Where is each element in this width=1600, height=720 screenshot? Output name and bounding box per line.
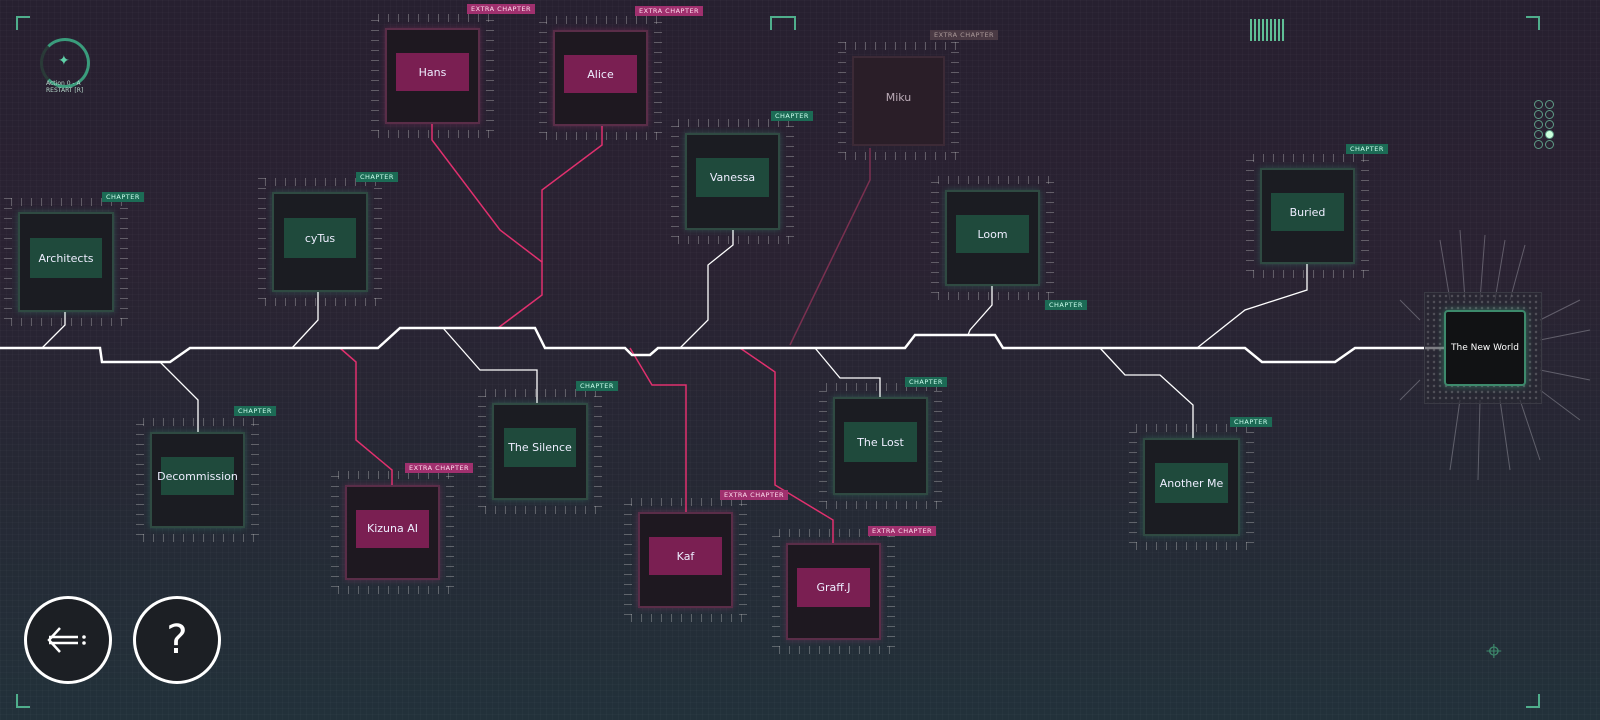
final-chip-traces: [1399, 229, 1591, 481]
chip-body: [852, 56, 945, 146]
chip-decommission[interactable]: Decommission CHAPTER: [136, 406, 276, 542]
chip-hans[interactable]: Hans EXTRA CHAPTER: [371, 4, 536, 138]
wire-buried: [1196, 264, 1308, 349]
chip-miku[interactable]: Miku EXTRA CHAPTER: [838, 30, 999, 160]
chip-label-panel: Kizuna AI: [356, 509, 429, 548]
chip-kizuna[interactable]: Kizuna AI EXTRA CHAPTER: [331, 463, 474, 594]
chip-label-panel: Graff.J: [797, 568, 870, 608]
chip-the-new-world[interactable]: The New World: [1444, 310, 1526, 386]
chip-label-panel: Kaf: [649, 536, 722, 576]
chip-label-panel: cyTus: [283, 218, 357, 258]
corner-bracket: [1526, 694, 1540, 708]
chip-vanessa[interactable]: Vanessa CHAPTER: [671, 111, 813, 244]
help-label: ?: [166, 617, 188, 663]
chapter-badge: CHAPTER: [102, 192, 144, 202]
chip-buried[interactable]: Buried CHAPTER: [1246, 144, 1388, 278]
chip-label: Architects: [38, 251, 94, 265]
chapter-badge: EXTRA CHAPTER: [720, 490, 789, 500]
chapter-badge: EXTRA CHAPTER: [635, 6, 704, 16]
indicator-dots: [1534, 100, 1555, 149]
chip-label: Graff.J: [816, 581, 851, 595]
wire-loom: [967, 286, 993, 336]
wire-miku: [789, 148, 871, 346]
wire-anotherme: [1099, 347, 1194, 438]
chapter-badge: EXTRA CHAPTER: [405, 463, 474, 473]
chip-label: Alice: [587, 67, 614, 81]
help-button[interactable]: ?: [133, 596, 221, 684]
chip-label: cyTus: [304, 231, 336, 245]
chip-silence[interactable]: The Silence CHAPTER: [478, 381, 618, 514]
wire-vanessa: [679, 230, 734, 349]
chip-label-panel: The Silence: [503, 428, 577, 468]
wire-decommission: [159, 361, 199, 432]
wire-architects: [41, 312, 66, 349]
crosshair-icon: ⌖: [1486, 634, 1502, 667]
chapter-badge: EXTRA CHAPTER: [930, 30, 999, 40]
chapter-badge: CHAPTER: [1346, 144, 1388, 154]
chip-label: Miku: [885, 90, 912, 104]
chip-label: Vanessa: [709, 171, 756, 185]
restart-title: Action 0 - A: [46, 80, 81, 87]
chapter-badge: EXTRA CHAPTER: [467, 4, 536, 14]
back-arrow-icon: [47, 627, 86, 653]
chapter-badge: CHAPTER: [356, 172, 398, 182]
chapter-badge: CHAPTER: [905, 377, 947, 387]
chip-kaf[interactable]: Kaf EXTRA CHAPTER: [624, 490, 789, 622]
chip-label: Decommission: [157, 469, 238, 483]
wire-silence: [442, 327, 538, 403]
corner-bracket: [782, 16, 796, 30]
chip-loom[interactable]: Loom CHAPTER: [931, 176, 1087, 310]
chip-graffj[interactable]: Graff.J EXTRA CHAPTER: [772, 526, 937, 654]
chip-label-panel: Loom: [956, 214, 1029, 254]
chip-architects[interactable]: Architects CHAPTER: [4, 192, 144, 326]
main-timeline: [0, 326, 1446, 364]
wire-cytus: [291, 292, 319, 349]
chapter-badge: CHAPTER: [234, 406, 276, 416]
barcode-icon: [1250, 19, 1286, 41]
wire-kaf: [629, 347, 687, 512]
chapter-badge: CHAPTER: [771, 111, 813, 121]
chapter-badge: EXTRA CHAPTER: [868, 526, 937, 536]
wire-kizuna: [339, 347, 393, 485]
chip-anotherme[interactable]: Another Me CHAPTER: [1129, 417, 1272, 550]
chip-label-panel: Alice: [564, 54, 637, 94]
chip-label-panel: Another Me: [1154, 463, 1229, 503]
corner-bracket: [770, 16, 784, 30]
chip-label: The New World: [1451, 343, 1519, 353]
chip-label-panel: The Lost: [844, 422, 917, 462]
corner-bracket: [16, 16, 30, 30]
chip-label: The Silence: [508, 441, 572, 455]
wire-alice: [541, 126, 603, 262]
chip-label-panel: Decommission: [157, 456, 238, 496]
restart-hint: RESTART [R]: [46, 87, 84, 94]
restart-dial-icon[interactable]: [40, 38, 90, 88]
chip-label-panel: Vanessa: [696, 158, 769, 198]
chip-label: Loom: [977, 227, 1008, 241]
chip-label-panel: Buried: [1271, 192, 1344, 232]
chip-label-panel: Architects: [29, 238, 103, 278]
wire-graffj: [739, 347, 834, 543]
chip-label: Buried: [1289, 205, 1326, 219]
wire-hans: [431, 124, 543, 329]
back-button[interactable]: [24, 596, 112, 684]
sparkle-icon: ✦: [58, 53, 70, 69]
chip-label: Kizuna AI: [367, 522, 418, 536]
chapter-badge: CHAPTER: [576, 381, 618, 391]
chip-label: The Lost: [857, 435, 904, 449]
chip-label: Kaf: [676, 549, 695, 563]
chip-label-panel: Miku: [863, 79, 934, 115]
corner-bracket: [16, 694, 30, 708]
chip-label-panel: Hans: [396, 52, 469, 92]
chip-lost[interactable]: The Lost CHAPTER: [819, 377, 947, 509]
chip-cytus[interactable]: cyTus CHAPTER: [258, 172, 398, 306]
chapter-badge: CHAPTER: [1045, 300, 1087, 310]
wire-lost: [814, 347, 881, 397]
corner-bracket: [1526, 16, 1540, 30]
chip-label: Hans: [418, 65, 447, 79]
chip-alice[interactable]: Alice EXTRA CHAPTER: [539, 6, 704, 140]
chapter-badge: CHAPTER: [1230, 417, 1272, 427]
chip-label: Another Me: [1159, 476, 1224, 490]
